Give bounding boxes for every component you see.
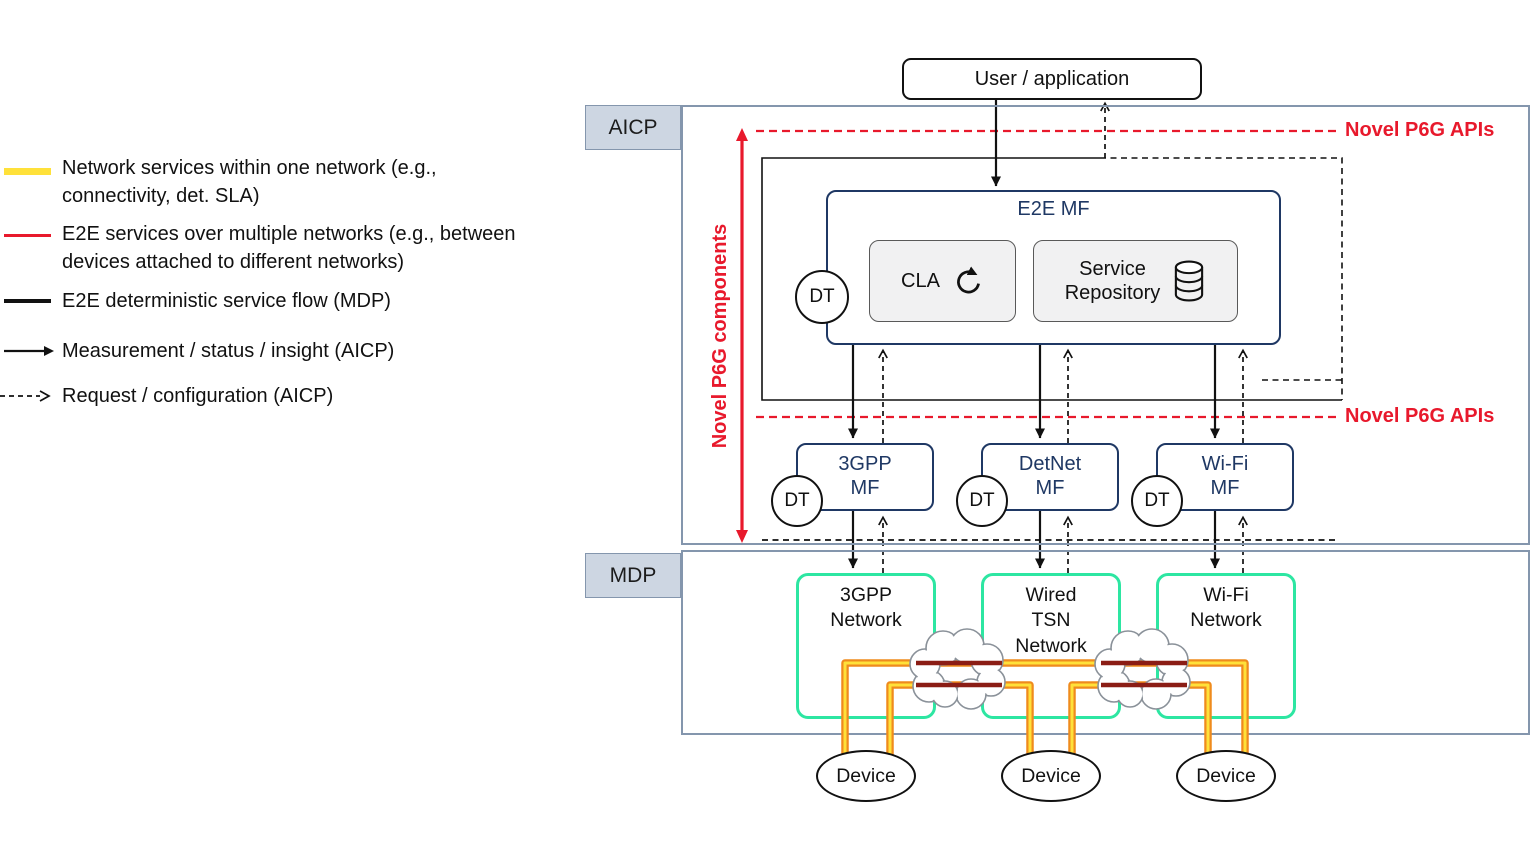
- network-label-wifi: Wi-Fi Network: [1190, 584, 1262, 632]
- legend-item-deterministic-flow: E2E deterministic service flow (MDP): [62, 290, 391, 312]
- network-box-wifi: Wi-Fi Network: [1156, 573, 1296, 719]
- network-box-3gpp: 3GPP Network: [796, 573, 936, 719]
- black-line-swatch: [4, 299, 51, 303]
- e2e-mf-box: E2E MF CLA Service Repository: [826, 190, 1281, 345]
- cla-label: CLA: [901, 269, 940, 292]
- mf-box-3gpp: 3GPP MF: [796, 443, 934, 511]
- database-icon: [1175, 260, 1204, 302]
- dashed-arrow-swatch: [0, 390, 51, 402]
- network-box-wired-tsn: Wired TSN Network: [981, 573, 1121, 719]
- device-3: Device: [1176, 750, 1276, 802]
- aicp-label: AICP: [585, 105, 681, 150]
- legend: Network services within one network (e.g…: [0, 0, 680, 430]
- service-repository-box: Service Repository: [1033, 240, 1238, 322]
- dt-badge-wifi: DT: [1131, 475, 1183, 527]
- e2e-mf-title: E2E MF: [1017, 198, 1090, 220]
- solid-arrow-swatch: [4, 346, 54, 356]
- user-application-box: User / application: [902, 58, 1202, 100]
- novel-p6g-apis-label-bottom: Novel P6G APIs: [1345, 405, 1495, 427]
- network-label-3gpp: 3GPP Network: [830, 584, 902, 632]
- dt-badge-e2e: DT: [795, 270, 849, 324]
- mf-label-detnet: DetNet MF: [1018, 453, 1082, 499]
- cla-box: CLA: [869, 240, 1016, 322]
- aicp-panel: [681, 105, 1530, 545]
- legend-item-request: Request / configuration (AICP): [62, 385, 334, 407]
- mf-label-3gpp: 3GPP MF: [838, 453, 892, 499]
- device-2: Device: [1001, 750, 1101, 802]
- legend-item-e2e-services: E2E services over multiple networks (e.g…: [62, 223, 516, 273]
- novel-p6g-apis-label-top: Novel P6G APIs: [1345, 119, 1495, 141]
- network-label-wired-tsn: Wired TSN Network: [1015, 584, 1087, 657]
- service-repository-label: Service Repository: [1064, 258, 1161, 304]
- legend-item-network-services: Network services within one network (e.g…: [62, 157, 437, 207]
- dt-badge-detnet: DT: [956, 475, 1008, 527]
- legend-item-measurement: Measurement / status / insight (AICP): [62, 340, 395, 362]
- refresh-icon: [957, 266, 980, 294]
- novel-p6g-components-label: Novel P6G components: [709, 223, 731, 449]
- dt-badge-3gpp: DT: [771, 475, 823, 527]
- red-line-swatch: [4, 234, 51, 237]
- device-1: Device: [816, 750, 916, 802]
- mdp-label: MDP: [585, 553, 681, 598]
- mf-label-wifi: Wi-Fi MF: [1201, 453, 1249, 499]
- yellow-line-swatch: [4, 168, 51, 175]
